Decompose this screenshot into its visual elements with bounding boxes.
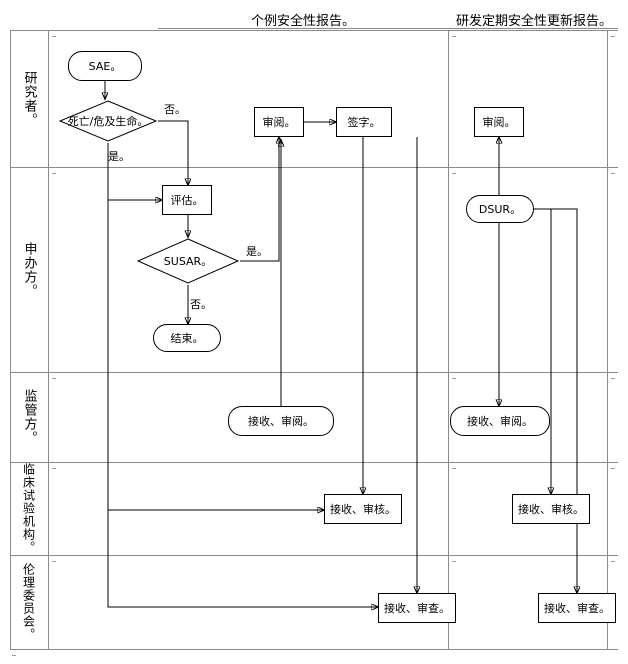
diamond-outline: [136, 238, 240, 284]
grid-line-left: [10, 30, 11, 649]
node-sae[interactable]: SAE。: [68, 51, 142, 81]
swimlane-label-regulator: 监管方。: [21, 389, 37, 445]
node-review-dsur[interactable]: 审阅。: [474, 107, 524, 137]
node-ethics-receive-check-case[interactable]: 接收、审查。: [378, 593, 456, 623]
grid-line-lane-2: [10, 372, 618, 373]
swimlane-label-sponsor: 申办方。: [21, 241, 37, 298]
node-ethics-receive-check-dsur[interactable]: 接收、审查。: [538, 593, 616, 623]
header-underline-left: [158, 28, 448, 29]
grid-line-col-split: [448, 30, 449, 649]
grid-line-right: [607, 30, 608, 649]
tick-mark: [452, 468, 456, 469]
node-regulator-receive-review-dsur[interactable]: 接收、审阅。: [450, 406, 550, 436]
tick-mark: [452, 378, 456, 379]
tick-mark: [452, 561, 456, 562]
header-underline-right: [448, 28, 618, 29]
node-end[interactable]: 结束。: [153, 324, 221, 352]
tick-mark: [611, 378, 615, 379]
node-regulator-receive-review-case[interactable]: 接收、审阅。: [228, 406, 334, 436]
tick-mark: [452, 173, 456, 174]
grid-line-label-col: [48, 30, 49, 649]
node-dsur[interactable]: DSUR。: [466, 195, 534, 223]
grid-line-bottom: [10, 649, 618, 650]
tick-mark: [52, 561, 56, 562]
column-header-case-safety-report: 个例安全性报告。: [250, 14, 355, 29]
node-institution-receive-audit-case[interactable]: 接收、审核。: [324, 494, 402, 524]
tick-mark: [12, 655, 16, 656]
grid-line-lane-4: [10, 555, 618, 556]
node-death-decision-label: 死亡/危及生命。: [67, 115, 149, 128]
node-assess[interactable]: 评估。: [162, 185, 212, 215]
grid-line-lane-1: [10, 167, 618, 168]
node-review-researcher[interactable]: 审阅。: [254, 107, 304, 137]
grid-line-top: [10, 30, 618, 31]
tick-mark: [611, 36, 615, 37]
tick-mark: [611, 173, 615, 174]
tick-mark: [611, 561, 615, 562]
swimlane-label-trial-institution: 临床试验机构。: [21, 463, 36, 554]
tick-mark: [452, 36, 456, 37]
node-sign[interactable]: 签字。: [336, 107, 392, 137]
edge-label-susar-no: 否。: [190, 298, 212, 311]
node-susar-label: SUSAR。: [163, 255, 213, 268]
tick-mark: [52, 36, 56, 37]
tick-mark: [52, 468, 56, 469]
tick-mark: [52, 173, 56, 174]
node-institution-receive-audit-dsur[interactable]: 接收、审核。: [512, 494, 590, 524]
grid-line-lane-3: [10, 462, 618, 463]
edge-label-death-yes: 是。: [108, 150, 130, 163]
edge-label-death-no: 否。: [164, 103, 186, 116]
diamond-outline: [58, 100, 158, 142]
tick-mark: [52, 378, 56, 379]
edge-label-susar-yes: 是。: [246, 245, 268, 258]
swimlane-label-ethics-committee: 伦理委员会。: [21, 563, 36, 641]
node-susar-decision[interactable]: SUSAR。: [136, 237, 240, 285]
swimlane-label-researcher: 研究者。: [21, 70, 37, 127]
tick-mark: [611, 468, 615, 469]
column-header-dsur: 研发定期安全性更新报告。: [455, 14, 612, 29]
node-death-decision[interactable]: 死亡/危及生命。: [58, 99, 158, 143]
